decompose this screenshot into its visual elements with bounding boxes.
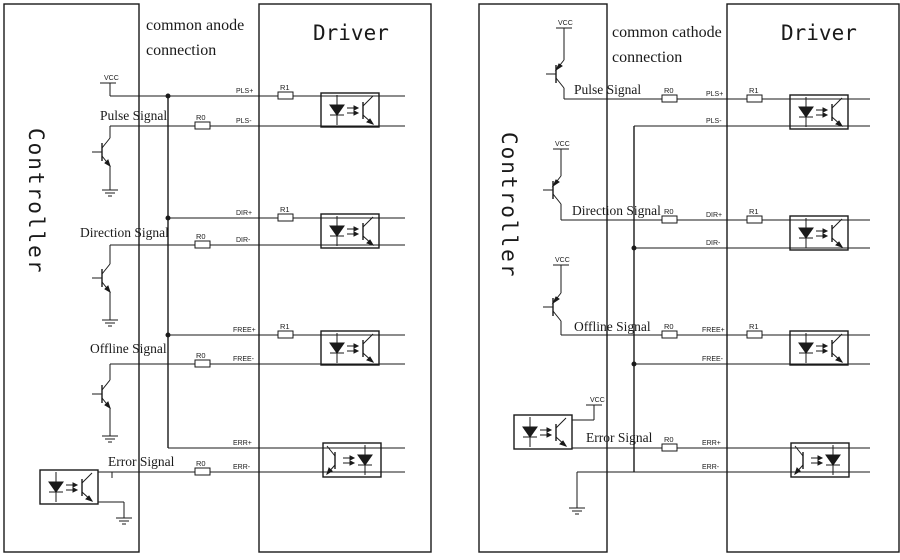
vcc-label: VCC [590,397,605,404]
resistor-r1: R1 [280,205,290,214]
optocoupler-pulse [320,92,380,128]
pin-dir-minus: DIR- [236,237,251,244]
pin-dir-minus: DIR- [706,240,721,247]
pin-pls-plus: PLS+ [236,88,253,95]
pin-free-minus: FREE- [233,356,255,363]
resistor-r1: R1 [280,83,290,92]
controller-error-optocoupler [39,469,99,505]
optocoupler-offline [320,330,380,366]
resistor-r0: R0 [196,351,206,360]
heading-line-2: connection [612,49,682,66]
heading-line-1: common cathode [612,24,722,41]
pulse-signal-label: Pulse Signal [100,108,167,123]
resistor-r0: R0 [664,86,674,95]
common-cathode-diagram: common cathode connection Driver Control… [478,3,900,553]
pulse-signal-label: Pulse Signal [574,82,641,97]
ground-icon [101,311,119,327]
transistor-pulse [91,137,111,167]
resistor-r0: R0 [664,435,674,444]
error-signal-label: Error Signal [586,430,653,445]
driver-box [258,3,432,553]
pin-err-minus: ERR- [702,464,720,471]
controller-error-optocoupler [513,414,573,450]
controller-label: Controller [497,132,521,278]
ground-icon [568,499,586,515]
resistor-r1: R1 [280,322,290,331]
offline-signal-label: Offline Signal [574,319,651,334]
resistor-r1: R1 [749,322,759,331]
transistor-direction [542,175,562,205]
ground-icon [101,427,119,443]
transistor-direction [91,263,111,293]
controller-box [478,3,608,553]
resistor-r0: R0 [196,113,206,122]
resistor-r0: R0 [664,207,674,216]
resistor-r0: R0 [196,232,206,241]
transistor-pulse [545,59,565,89]
pin-pls-minus: PLS- [706,118,722,125]
resistor-r0: R0 [196,459,206,468]
transistor-offline [542,292,562,322]
vcc-label: VCC [555,141,570,148]
resistor-r1: R1 [749,207,759,216]
pin-dir-plus: DIR+ [706,212,722,219]
optocoupler-pulse [789,94,849,130]
offline-signal-label: Offline Signal [90,341,167,356]
optocoupler-offline [789,330,849,366]
resistor-r1: R1 [749,86,759,95]
optocoupler-direction [320,213,380,249]
pin-pls-minus: PLS- [236,118,252,125]
heading-line-1: common anode [146,17,244,34]
optocoupler-direction [789,215,849,251]
vcc-label: VCC [558,20,573,27]
direction-signal-label: Direction Signal [80,225,169,240]
vcc-label: VCC [555,257,570,264]
pin-err-minus: ERR- [233,464,251,471]
driver-label: Driver [313,21,389,45]
error-signal-label: Error Signal [108,454,175,469]
pin-free-minus: FREE- [702,356,724,363]
ground-icon [115,509,133,525]
pin-free-plus: FREE+ [702,327,725,334]
driver-label: Driver [781,21,857,45]
common-anode-diagram: common anode connection Driver Controlle… [3,3,432,553]
pin-err-plus: ERR+ [233,440,252,447]
pin-dir-plus: DIR+ [236,210,252,217]
pin-err-plus: ERR+ [702,440,721,447]
transistor-offline [91,379,111,409]
controller-label: Controller [24,128,48,274]
heading-line-2: connection [146,42,216,59]
direction-signal-label: Direction Signal [572,203,661,218]
ground-icon [101,181,119,197]
resistor-r0: R0 [664,322,674,331]
vcc-label: VCC [104,75,119,82]
pin-free-plus: FREE+ [233,327,256,334]
pin-pls-plus: PLS+ [706,91,723,98]
controller-box [3,3,140,553]
driver-box [726,3,900,553]
